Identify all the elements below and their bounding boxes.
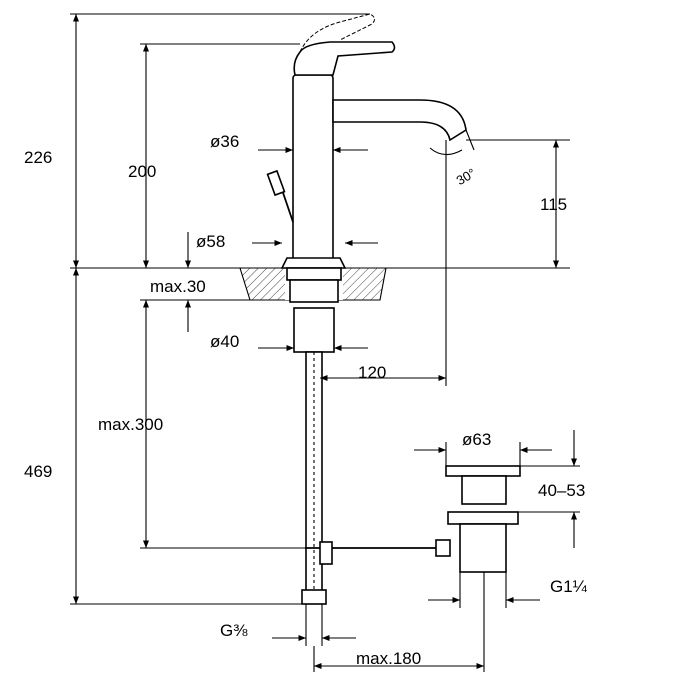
dim-200: 200 bbox=[128, 162, 156, 181]
dimension-labels: 226 200 ø36 30° 115 ø58 max.30 ø40 120 m… bbox=[24, 132, 588, 668]
dim-max-300: max.300 bbox=[98, 415, 163, 434]
waste-assembly bbox=[305, 465, 521, 573]
dim-469: 469 bbox=[24, 462, 52, 481]
dim-diameter-58: ø58 bbox=[196, 232, 225, 251]
dim-angle-30: 30° bbox=[454, 165, 479, 188]
dim-226: 226 bbox=[24, 148, 52, 167]
dim-40-53: 40–53 bbox=[538, 481, 585, 500]
dim-thread-g1-1-4: G1¼ bbox=[550, 577, 588, 596]
dim-diameter-36: ø36 bbox=[210, 132, 239, 151]
dim-thread-g3-8: G⅜ bbox=[220, 621, 248, 640]
dim-max-30: max.30 bbox=[150, 277, 206, 296]
dim-max-180: max.180 bbox=[356, 649, 421, 668]
shank-and-hose bbox=[286, 267, 342, 605]
dim-diameter-63: ø63 bbox=[462, 430, 491, 449]
dim-115: 115 bbox=[540, 195, 567, 214]
dimension-lines bbox=[70, 13, 580, 672]
dim-120: 120 bbox=[358, 363, 386, 382]
dim-diameter-40: ø40 bbox=[210, 332, 239, 351]
faucet-body bbox=[266, 13, 475, 269]
